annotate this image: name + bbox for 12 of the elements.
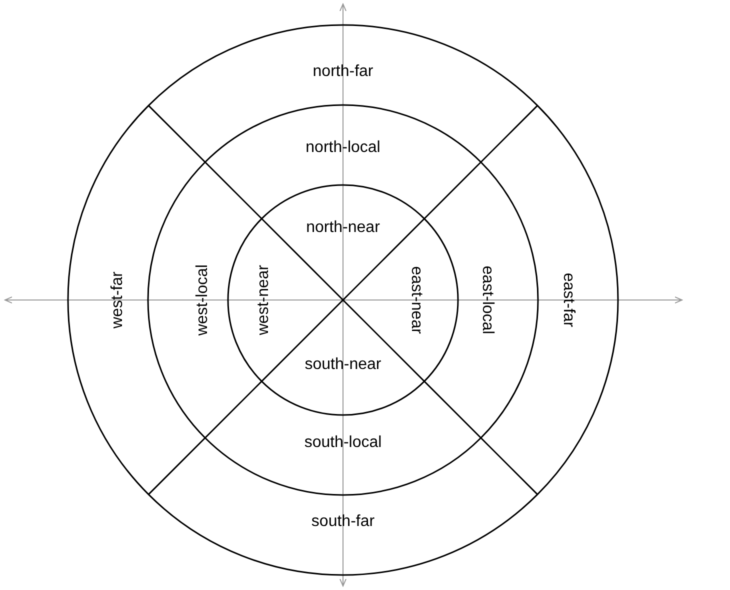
sector-label: west-far bbox=[110, 272, 126, 328]
sector-label: west-local bbox=[195, 264, 211, 336]
sector-label: south-local bbox=[304, 435, 382, 451]
sector-label: north-local bbox=[306, 140, 380, 156]
sector-label: north-near bbox=[306, 220, 380, 236]
sector-label: south-near bbox=[304, 357, 382, 373]
sector-label: east-near bbox=[408, 266, 424, 334]
sector-label: east-far bbox=[560, 272, 576, 328]
sector-label: north-far bbox=[312, 64, 374, 80]
sector-label: east-local bbox=[479, 266, 495, 334]
sector-label: south-far bbox=[311, 514, 375, 530]
sector-label: west-near bbox=[256, 264, 272, 336]
